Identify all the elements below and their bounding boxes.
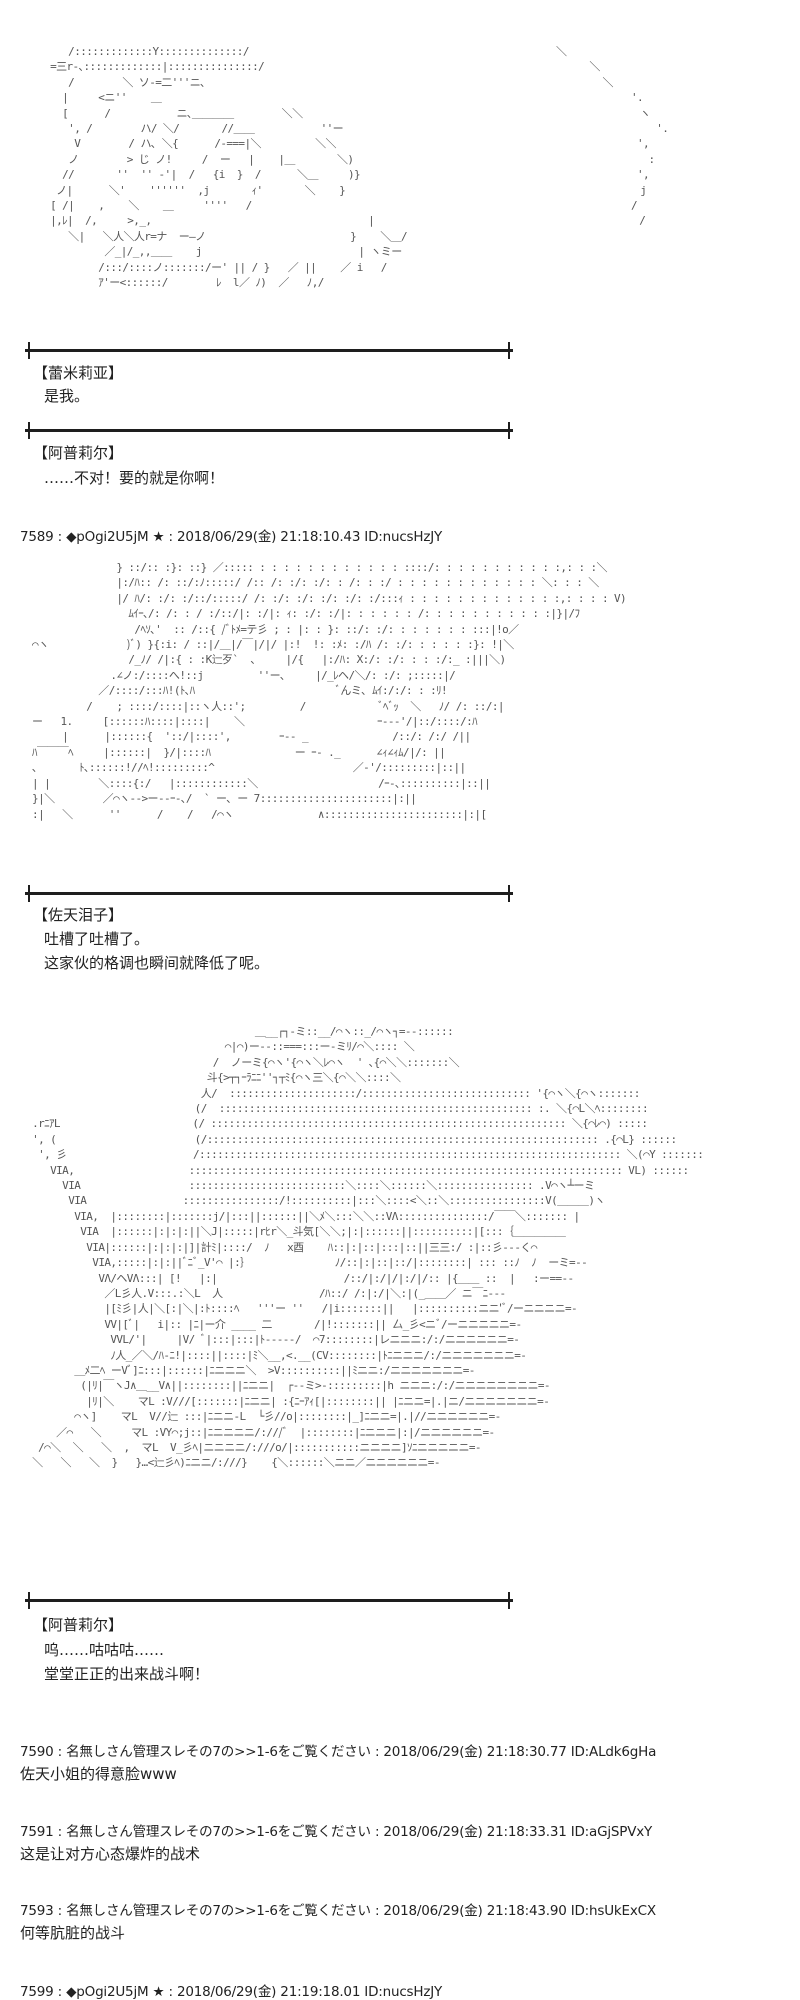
post-body: 佐天小姐的得意脸www bbox=[20, 1765, 177, 1783]
dialogue-line: 堂堂正正的出来战斗啊！ bbox=[44, 1665, 210, 1683]
dialogue-line: 这家伙的格调也瞬间就降低了呢。 bbox=[44, 954, 270, 972]
ascii-art-saten: } ::/:: :}: ::} ／::::: : : : : : : : : :… bbox=[32, 561, 627, 821]
post-header: 7590 : 名無しさん管理スレその7の>>1-6をご覧ください : 2018/… bbox=[20, 1744, 657, 1760]
post-header: 7599 : ◆pOgi2U5jM ★ : 2018/06/29(金) 21:1… bbox=[20, 1984, 443, 2000]
post-body: 何等肮脏的战斗 bbox=[20, 1924, 126, 1942]
post-header: 7589 : ◆pOgi2U5jM ★ : 2018/06/29(金) 21:1… bbox=[20, 529, 443, 545]
dialogue-line: 吐槽了吐槽了。 bbox=[44, 930, 150, 948]
speaker-label: 【阿普莉尔】 bbox=[33, 1616, 124, 1634]
post-body: 这是让对方心态爆炸的战术 bbox=[20, 1845, 201, 1863]
divider-rule bbox=[25, 422, 513, 439]
divider-rule bbox=[25, 1592, 513, 1609]
divider-rule bbox=[25, 342, 513, 359]
post-header: 7593 : 名無しさん管理スレその7の>>1-6をご覧ください : 2018/… bbox=[20, 1903, 656, 1919]
ascii-art-remilia: /:::::::::::::Y::::::::::::::/ ＼ =三r-､::… bbox=[50, 45, 669, 290]
dialogue-line: 是我。 bbox=[44, 387, 90, 405]
speaker-label: 【阿普莉尔】 bbox=[33, 444, 124, 462]
ascii-art-april: ＿__┌┐-ミ::__/⌒ヽ::_/⌒ヽ┐=--:::::: ⌒|⌒)ー--::… bbox=[32, 1025, 704, 1470]
post-header: 7591 : 名無しさん管理スレその7の>>1-6をご覧ください : 2018/… bbox=[20, 1824, 653, 1840]
divider-rule bbox=[25, 885, 513, 902]
dialogue-line: ……不对！要的就是你啊！ bbox=[44, 469, 225, 487]
speaker-label: 【佐天泪子】 bbox=[33, 906, 124, 924]
speaker-label: 【蕾米莉亚】 bbox=[33, 364, 124, 382]
dialogue-line: 呜……咕咕咕…… bbox=[44, 1641, 165, 1659]
